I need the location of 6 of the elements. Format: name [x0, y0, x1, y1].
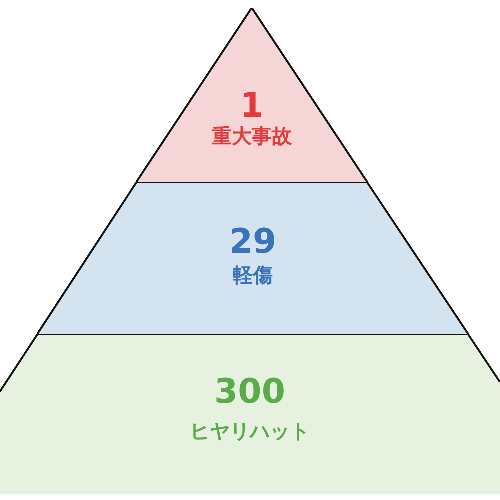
tier-label: 重大事故 [212, 123, 292, 150]
count-number: 1 [240, 86, 264, 126]
tier-label: 軽傷 [233, 262, 273, 289]
count-number: 29 [229, 222, 277, 262]
count-number: 300 [214, 372, 286, 412]
tier-label: ヒヤリハット [190, 418, 310, 445]
